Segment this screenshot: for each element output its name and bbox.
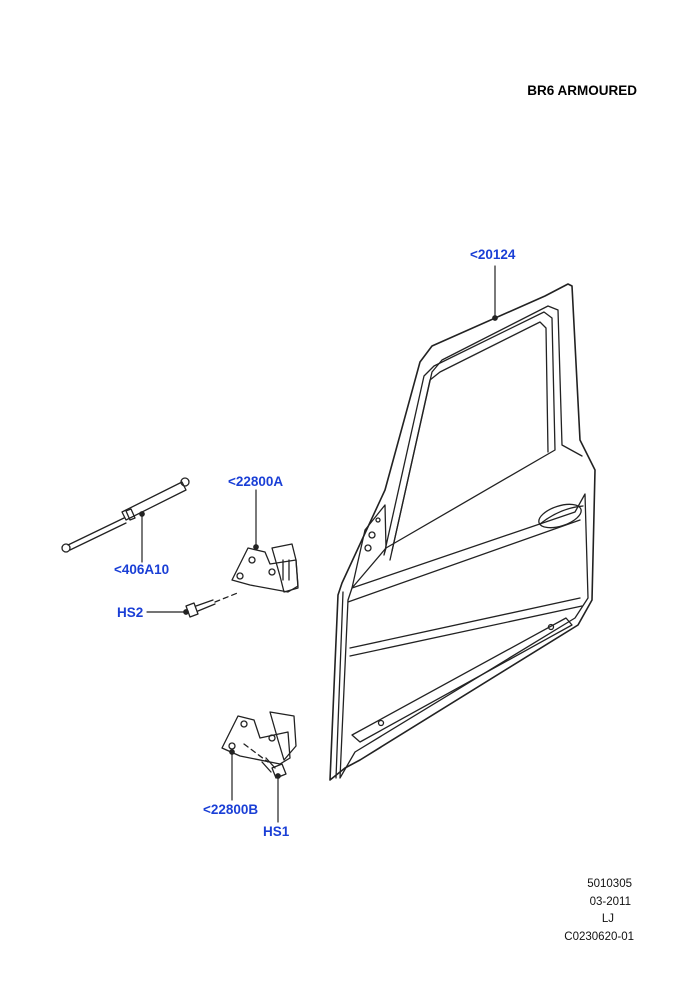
bolt-hs2-head	[185, 602, 199, 618]
sail-hole	[375, 517, 381, 523]
strut-end-fitting	[61, 543, 71, 553]
door-sill-strip	[351, 617, 573, 743]
upper-hinge-hole	[236, 572, 244, 580]
lower-feature-line	[349, 605, 583, 657]
lower-hinge	[221, 711, 297, 765]
strut-end-fitting	[180, 477, 190, 487]
window-frame-outer	[389, 305, 583, 561]
lower-hinge-knuckle	[269, 711, 297, 761]
lower-hinge-hole	[240, 720, 248, 728]
lower-hinge-hole	[228, 742, 236, 750]
front-door-panel	[329, 283, 596, 781]
upper-hinge-pin	[282, 559, 290, 581]
window-frame-inner-line	[391, 321, 549, 552]
callout-bolt-hs1[interactable]: HS1	[263, 824, 290, 839]
strut-leader-dot	[139, 511, 145, 517]
lower-feature-line	[349, 597, 581, 649]
callout-lower-hinge[interactable]: <22800B	[203, 802, 259, 817]
bolt-hs2-shank	[195, 599, 216, 612]
callout-bolt-hs2[interactable]: HS2	[117, 605, 144, 620]
bolt-hs2-axis	[214, 591, 241, 603]
strut-collar	[125, 508, 136, 521]
diagram-title: BR6 ARMOURED	[527, 83, 637, 98]
body-bolt	[547, 623, 555, 631]
callout-gas-strut[interactable]: <406A10	[114, 562, 170, 577]
door-handle-recess	[538, 503, 582, 529]
metadata-date: 03-2011	[589, 895, 631, 908]
gas-strut	[61, 477, 190, 553]
callout-door[interactable]: <20124	[470, 247, 516, 262]
bolt-hs1-shank	[261, 757, 276, 773]
door-handle	[539, 505, 584, 525]
callout-upper-hinge[interactable]: <22800A	[228, 474, 284, 489]
door-leader-dot	[492, 315, 498, 321]
door-front-edge	[339, 493, 589, 779]
lower-hinge-axis	[243, 743, 269, 763]
metadata-initials: LJ	[601, 913, 614, 925]
lower-hinge-leader-dot	[229, 749, 235, 755]
window-glass-opening	[383, 311, 556, 556]
hs2-leader-dot	[183, 609, 189, 615]
sail-hole	[368, 531, 376, 539]
upper-hinge-leader-dot	[253, 544, 259, 550]
strut-rod	[67, 517, 127, 551]
metadata-number: 5010305	[587, 878, 632, 890]
mirror-sail	[351, 504, 387, 589]
metadata-reference: C0230620-01	[564, 930, 634, 943]
upper-hinge	[231, 543, 299, 593]
upper-hinge-hole	[248, 556, 256, 564]
upper-hinge-plate	[231, 547, 299, 593]
door-front-edge-strip	[335, 591, 344, 779]
bolt-hs2	[185, 591, 241, 618]
lower-hinge-hole	[268, 734, 276, 742]
diagram-metadata: 5010305 03-2011 LJ C0230620-01	[514, 876, 634, 946]
sail-hole	[364, 544, 372, 552]
door-outer-outline	[329, 283, 596, 781]
lower-hinge-plate	[221, 715, 291, 765]
bolt-hs1-head	[271, 763, 287, 779]
upper-hinge-hole	[268, 568, 276, 576]
hs1-leader-dot	[275, 773, 281, 779]
upper-hinge-knuckle	[271, 543, 299, 593]
sill-bolt	[377, 719, 385, 727]
belt-line	[347, 519, 581, 603]
strut-body	[121, 481, 187, 521]
bolt-hs1	[261, 757, 287, 779]
